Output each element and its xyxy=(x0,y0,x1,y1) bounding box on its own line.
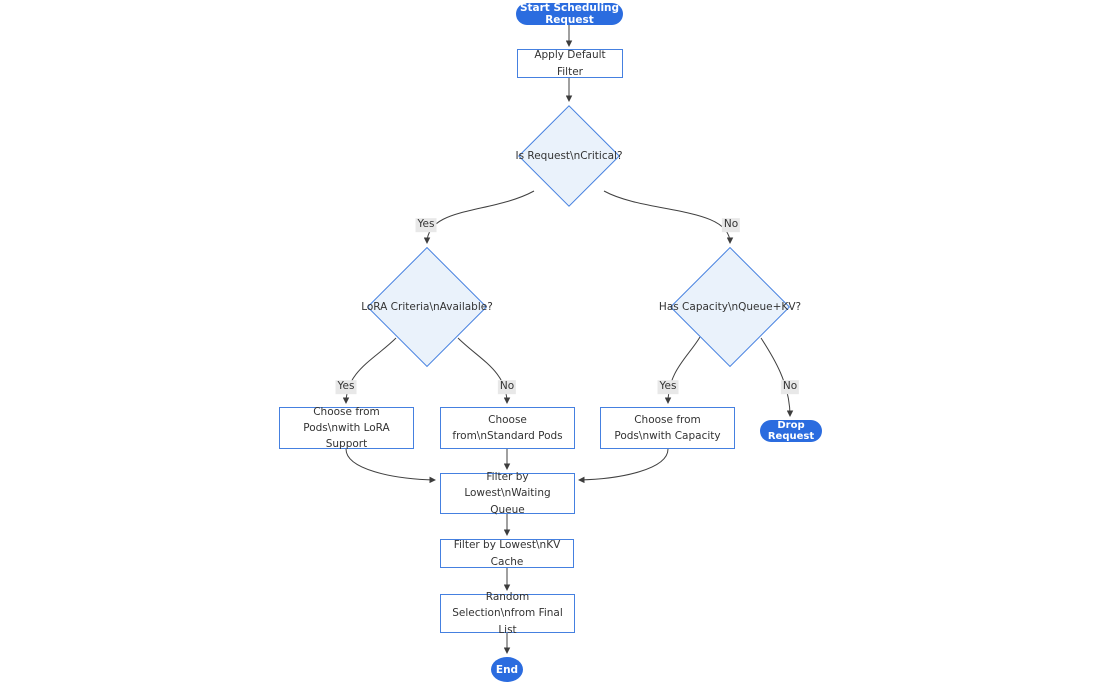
decision-is-request-critical: Is Request\nCritical? xyxy=(515,104,623,207)
edge-critical-no xyxy=(603,190,734,244)
edge-label-critical-yes: Yes xyxy=(415,218,437,232)
node-apply-default-filter: Apply Default Filter xyxy=(517,49,623,78)
edge-lora-yes xyxy=(342,337,397,404)
node-choose-standard-pods: Choose from\nStandard Pods xyxy=(440,407,575,449)
decision-label: Is Request\nCritical? xyxy=(515,149,623,162)
edge-choosecapacity-to-filter xyxy=(578,448,669,484)
edge-lora-no xyxy=(457,337,511,404)
edge-capacity-yes xyxy=(664,336,701,404)
edge-label-lora-no: No xyxy=(497,380,517,394)
node-start: Start Scheduling Request xyxy=(516,2,623,26)
node-random-selection: Random Selection\nfrom Final List xyxy=(440,591,575,636)
node-filter-kv-cache: Filter by Lowest\nKV Cache xyxy=(440,539,574,568)
node-drop-request: Drop Request xyxy=(760,420,822,442)
edge-critical-yes xyxy=(423,190,535,244)
decision-label: Has Capacity\nQueue+KV? xyxy=(658,301,802,313)
edge-label-capacity-no: No xyxy=(780,380,800,394)
decision-lora-criteria-available: LoRA Criteria\nAvailable? xyxy=(361,246,493,368)
decision-label: LoRA Criteria\nAvailable? xyxy=(361,301,493,313)
edge-label-capacity-yes: Yes xyxy=(657,380,679,394)
node-choose-lora-pods: Choose from Pods\nwith LoRA Support xyxy=(279,406,414,450)
node-filter-waiting-queue: Filter by Lowest\nWaiting Queue xyxy=(440,471,575,516)
edge-chooselora-to-filter xyxy=(345,448,436,484)
node-end: End xyxy=(491,657,523,682)
edge-capacity-no xyxy=(760,337,794,417)
edge-label-lora-yes: Yes xyxy=(335,380,357,394)
edge-label-critical-no: No xyxy=(721,218,741,232)
decision-has-capacity-queue-kv: Has Capacity\nQueue+KV? xyxy=(659,246,801,368)
node-choose-capacity-pods: Choose from Pods\nwith Capacity xyxy=(600,407,735,449)
